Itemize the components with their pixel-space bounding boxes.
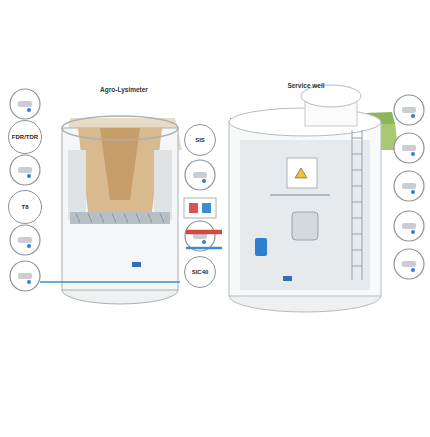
sensor-glyph: [18, 101, 32, 107]
sensor-icon: [10, 89, 40, 119]
plate-rib: [136, 213, 140, 223]
ladder-rung: [352, 186, 362, 187]
ladder-rail: [362, 130, 363, 280]
node-label: FDR/TDR: [12, 134, 38, 140]
sensor-glyph-dot: [411, 190, 415, 194]
control-cabinet: [287, 158, 317, 188]
sensor-glyph: [18, 237, 32, 243]
plate-rib: [160, 213, 164, 223]
sensor-callout: SIS: [184, 124, 216, 156]
sensor-glyph: [402, 223, 416, 229]
node-label: SIC40: [192, 269, 209, 275]
well-interior: [240, 140, 370, 290]
sensor-glyph-dot: [411, 114, 415, 118]
well-body: [229, 122, 381, 296]
plate-rib: [148, 213, 152, 223]
service-well-unit: Service well: [222, 80, 390, 312]
logo-mark: [132, 262, 141, 267]
ladder-rung: [352, 154, 362, 155]
sensor-glyph: [18, 167, 32, 173]
sensor-glyph: [402, 145, 416, 151]
ladder-rung: [352, 250, 362, 251]
plate-rib: [100, 213, 104, 223]
plate-rib: [124, 213, 128, 223]
ladder-rung: [352, 234, 362, 235]
weighing-device: [292, 212, 318, 240]
sensor-icon: [394, 133, 424, 163]
node-label: Agro-Lysimeter: [100, 86, 148, 93]
node-label: SIS: [195, 137, 205, 143]
ladder-rung: [352, 202, 362, 203]
soil-cutaway: [100, 128, 140, 200]
logo-mark: [283, 276, 292, 281]
plate-rib: [112, 213, 116, 223]
ladder-rung: [352, 218, 362, 219]
sensor-glyph: [18, 273, 32, 279]
sensor-icon: [394, 211, 424, 241]
sensor-callout: T8: [8, 190, 42, 224]
sensor-glyph: [402, 261, 416, 267]
node-label: Service well: [287, 82, 324, 89]
sensor-glyph: [402, 183, 416, 189]
plate-rib: [76, 213, 80, 223]
cable: [270, 195, 330, 196]
ladder-rung: [352, 266, 362, 267]
sensor-glyph-dot: [202, 179, 206, 183]
sensor-glyph-dot: [27, 108, 31, 112]
lysimeter-plate: [70, 212, 170, 224]
ladder-rung: [352, 170, 362, 171]
lysimeter-unit: Agro-Lysimeter: [62, 84, 186, 308]
sensor-glyph-dot: [27, 174, 31, 178]
plate-rib: [88, 213, 92, 223]
lysimeter-body: [62, 128, 178, 290]
sensor-callout: FDR/TDR: [8, 120, 42, 154]
sensor-icon: [10, 155, 40, 185]
sensor-cable: [40, 281, 180, 283]
pump: [255, 238, 267, 256]
inner-wall: [154, 150, 172, 220]
junction-box: [184, 198, 216, 218]
inner-wall: [68, 150, 86, 220]
sensor-icon: [394, 95, 424, 125]
sensor-glyph: [193, 172, 207, 178]
junction-icon: [189, 203, 198, 213]
lysimeter-rim: [62, 116, 178, 140]
sensor-icon: [394, 249, 424, 279]
sensor-icon: [10, 261, 40, 291]
sensor-glyph-dot: [411, 230, 415, 234]
sensor-icon: [185, 221, 215, 251]
ladder-rail: [352, 130, 353, 280]
ladder-rung: [352, 138, 362, 139]
junction-icon: [202, 203, 211, 213]
sensor-glyph-dot: [27, 244, 31, 248]
sensor-glyph-dot: [27, 280, 31, 284]
warning-sign: [295, 168, 307, 178]
water-line: [186, 247, 222, 250]
sensor-icon: [394, 171, 424, 201]
sensor-glyph-dot: [202, 240, 206, 244]
sensor-icon: [10, 225, 40, 255]
sensor-callout: SIC40: [184, 256, 216, 288]
sensor-icon: [185, 160, 215, 190]
drainage-pipe: [186, 230, 222, 235]
sensor-glyph-dot: [411, 152, 415, 156]
sensor-glyph: [402, 107, 416, 113]
node-label: T8: [21, 204, 28, 210]
sensor-glyph-dot: [411, 268, 415, 272]
